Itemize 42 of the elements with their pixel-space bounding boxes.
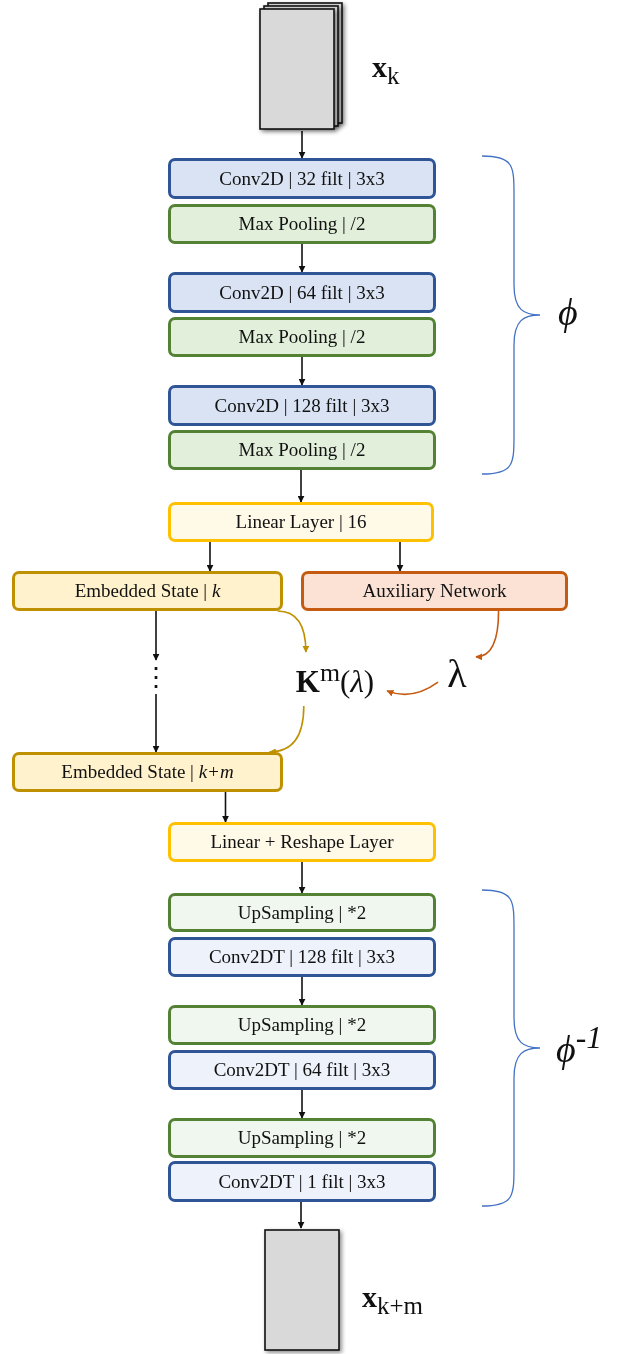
image-frame — [263, 1228, 339, 1350]
layer-box: Conv2DT | 128 filt | 3x3 — [168, 937, 436, 977]
layer-box: Conv2DT | 64 filt | 3x3 — [168, 1050, 436, 1090]
math-label: x$_{k}$ — [372, 50, 400, 90]
network-box: Auxiliary Network — [301, 571, 568, 611]
arrow — [298, 130, 306, 159]
arrow — [298, 1089, 306, 1119]
layer-box: Linear + Reshape Layer — [168, 822, 436, 862]
arrow — [298, 861, 306, 894]
math-symbol: λ — [438, 650, 476, 696]
layer-box: Max Pooling | /2 — [168, 204, 436, 244]
layer-box: Conv2D | 32 filt | 3x3 — [168, 158, 436, 199]
vertical-ellipsis: ⋮ — [145, 660, 167, 694]
image-stack — [258, 3, 346, 131]
math-symbol: ϕ — [558, 290, 578, 334]
layer-box: Conv2D | 128 filt | 3x3 — [168, 385, 436, 426]
arrow — [396, 541, 404, 572]
arrow — [297, 469, 305, 503]
layer-box: UpSampling | *2 — [168, 1005, 436, 1045]
layer-box: UpSampling | *2 — [168, 1118, 436, 1158]
arrow — [152, 693, 160, 753]
layer-box: UpSampling | *2 — [168, 893, 436, 932]
arrow — [298, 976, 306, 1006]
state-box: Embedded State | k+m — [12, 752, 283, 792]
layer-box: Max Pooling | /2 — [168, 430, 436, 470]
arrow — [222, 791, 229, 823]
arrow — [298, 356, 306, 386]
layer-box: Linear Layer | 16 — [168, 502, 434, 542]
arrow — [276, 610, 310, 653]
arrow — [206, 541, 214, 572]
state-box: Embedded State | k — [12, 571, 283, 611]
layer-box: Max Pooling | /2 — [168, 317, 436, 357]
math-expression: K$^{m}$(λ) — [283, 652, 387, 706]
arrow — [152, 610, 160, 661]
math-symbol: ϕ$^{-1}$ — [556, 1020, 603, 1071]
layer-box: Conv2D | 64 filt | 3x3 — [168, 272, 436, 313]
arrow — [297, 1201, 305, 1229]
arrow — [475, 610, 500, 660]
math-label: x$_{k+m}$ — [362, 1280, 424, 1320]
arrow — [298, 243, 306, 273]
arrow — [386, 681, 439, 697]
layer-box: Conv2DT | 1 filt | 3x3 — [168, 1161, 436, 1202]
